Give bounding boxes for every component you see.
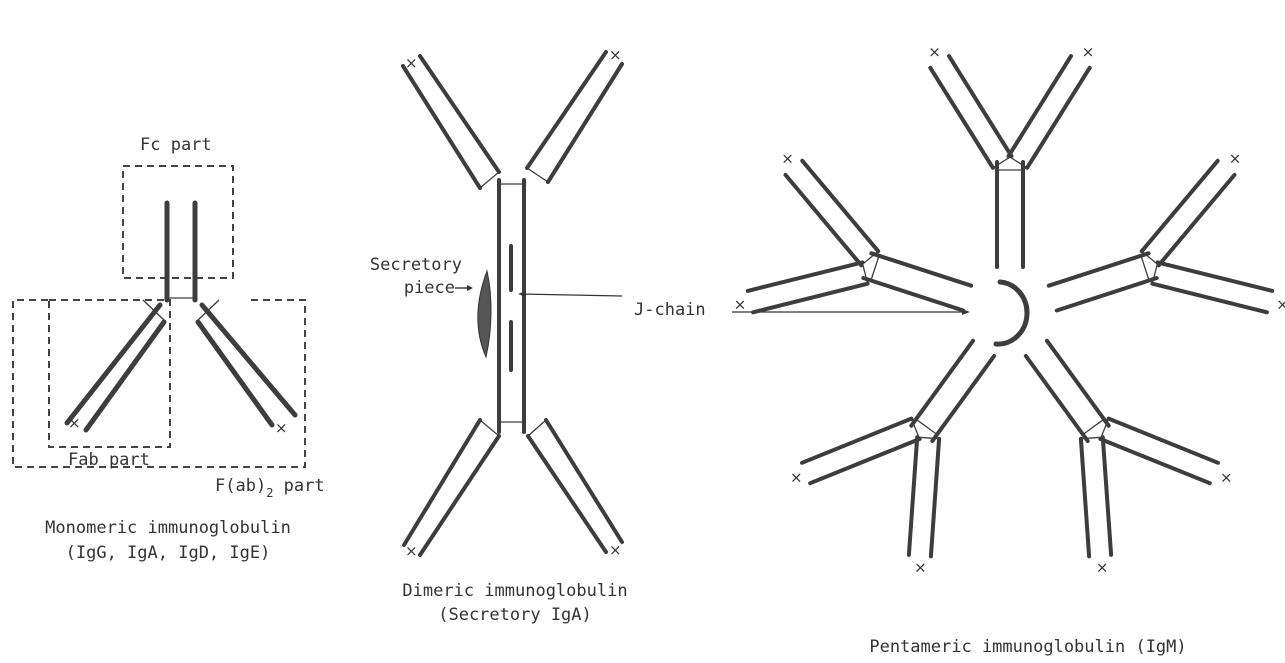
antigen-site-mark: × [928, 43, 941, 61]
pentamer-arm-line [1158, 262, 1273, 291]
pentamer-hinge [916, 419, 937, 434]
pentamer-stem-line [1057, 278, 1157, 311]
antigen-site-mark: × [1229, 150, 1242, 168]
pentamer-arm-line [802, 419, 911, 463]
secretory-piece-pointer-head [467, 285, 473, 291]
antigen-site-mark: × [405, 542, 418, 560]
antigen-site-mark: × [734, 296, 747, 314]
antigen-site-mark: × [1220, 469, 1233, 487]
fc-part-label: Fc part [140, 135, 212, 155]
fab-part-label: Fab part [68, 450, 150, 470]
secretory-piece [478, 271, 491, 357]
pentamer-arm-line [748, 262, 863, 291]
pentamer-arm-line [810, 439, 919, 483]
antigen-site-mark: × [275, 419, 288, 437]
fab-left-heavy-chain [67, 305, 160, 423]
pentamer-arm-line [1103, 437, 1111, 555]
pentamer-arm-line [931, 439, 939, 557]
pentamer-hinge [1083, 419, 1104, 434]
jchain-pointer-left [520, 294, 622, 296]
monomer-caption-line2: (IgG, IgA, IgD, IgE) [66, 543, 271, 563]
pentamer-arm-line [1009, 56, 1072, 156]
antigen-site-mark: × [1082, 43, 1095, 61]
monomer-caption-line1: Monomeric immunoglobulin [45, 518, 291, 538]
pentamer-arm-line [753, 284, 868, 313]
dimer-caption-line2: (Secretory IgA) [438, 605, 592, 625]
antigen-site-mark: × [609, 46, 622, 64]
antigen-site-mark: × [609, 541, 622, 559]
antigen-site-mark: × [781, 150, 794, 168]
pentamer-arm-line [1081, 439, 1089, 557]
dimer-caption-line1: Dimeric immunoglobulin [402, 581, 627, 601]
pentamer-arm-line [1100, 439, 1209, 483]
jchain-label: J-chain [634, 300, 706, 320]
antigen-site-mark: × [914, 559, 927, 577]
secretory-piece-label-line2: piece [404, 278, 455, 298]
dimer-arm-cap [480, 172, 499, 188]
dimeric-immunoglobulin: × × × × Secretory piece J-chain Dimeric … [370, 46, 970, 625]
pentamer-hinge [871, 256, 879, 281]
pentamer-stem-line [1047, 341, 1109, 426]
pentamer-arm-line [930, 68, 993, 168]
pentamer-hinge [1141, 256, 1149, 281]
pentamer-jchain-ring [996, 282, 1027, 344]
pentamer-caption: Pentameric immunoglobulin (IgM) [869, 637, 1186, 657]
pentamer-arm-line [909, 437, 917, 555]
fab2-part-label: F(ab)2 part [215, 476, 325, 500]
pentamer-arm-line [1027, 68, 1090, 168]
pentamer-stem-line [871, 253, 971, 285]
pentamer-stem-line [911, 341, 973, 426]
pentamer-stem-line [932, 356, 994, 441]
fc-part-box [123, 166, 233, 278]
monomeric-immunoglobulin: × × Fc part Fab part F(ab)2 part Monomer… [13, 135, 325, 563]
antigen-site-mark: × [1276, 296, 1285, 314]
antigen-site-mark: × [1096, 559, 1109, 577]
pentamer-stem-line [863, 278, 963, 311]
secretory-piece-label-line1: Secretory [370, 255, 462, 275]
antigen-site-mark: × [405, 54, 418, 72]
dimer-arm-cap [480, 420, 499, 436]
dimer-arm-cap [527, 168, 548, 182]
fab-right-heavy-chain [202, 305, 295, 415]
pentamer-stem-line [1049, 253, 1149, 285]
pentamer-units: × × × × × × × × × × [734, 43, 1285, 577]
pentamer-arm-line [1152, 284, 1267, 313]
pentamer-stem-line [1026, 356, 1088, 441]
dimer-arm-cap [528, 420, 546, 436]
pentameric-immunoglobulin: × × × × × × × × × × Pentameric immunoglobulin (Ig… [734, 43, 1285, 657]
antigen-site-mark: × [68, 414, 81, 432]
antigen-site-mark: × [790, 469, 803, 487]
fab-left-light-chain [86, 322, 164, 430]
pentamer-arm-line [1109, 419, 1218, 463]
pentamer-arm-line [949, 56, 1012, 156]
